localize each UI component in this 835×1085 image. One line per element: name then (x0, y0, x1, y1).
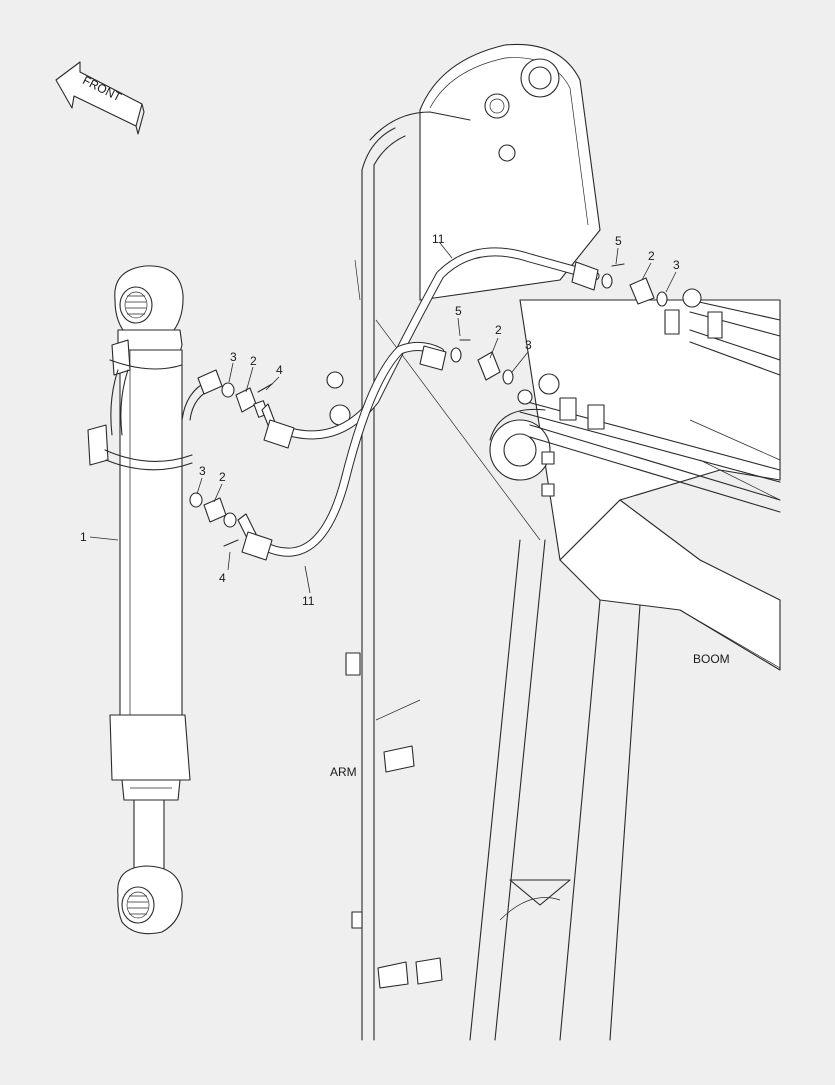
arm-label: ARM (330, 765, 357, 779)
hoses (241, 247, 600, 561)
callout-4-lower: 4 (219, 571, 226, 585)
front-arrow: FRONT (55, 61, 145, 135)
callout-11-lower: 11 (302, 594, 315, 608)
callout-2-lower-left: 2 (219, 470, 226, 484)
callout-3-upper-right: 3 (673, 258, 680, 272)
boom-structure (326, 43, 781, 1041)
hydraulic-cylinder (87, 265, 215, 935)
callout-5-upper: 5 (615, 234, 622, 248)
callout-3-upper-left: 3 (230, 350, 237, 364)
callout-2-upper-right: 2 (648, 249, 655, 263)
flange-fittings (189, 263, 668, 547)
callout-4-upper: 4 (276, 363, 283, 377)
leader-lines (89, 242, 677, 594)
callout-3-middle: 3 (525, 338, 532, 352)
callout-2-upper-left: 2 (250, 354, 257, 368)
boom-pipes (517, 288, 781, 513)
callout-5-middle: 5 (455, 304, 462, 318)
callout-3-lower-left: 3 (199, 464, 206, 478)
callout-2-middle: 2 (495, 323, 502, 337)
arm-structure (345, 111, 541, 1041)
callout-labels: 1 3 2 4 3 2 4 11 11 5 2 3 5 2 3 (80, 232, 680, 608)
boom-label: BOOM (693, 652, 730, 666)
callout-1: 1 (80, 530, 87, 544)
callout-11-upper: 11 (432, 232, 445, 246)
